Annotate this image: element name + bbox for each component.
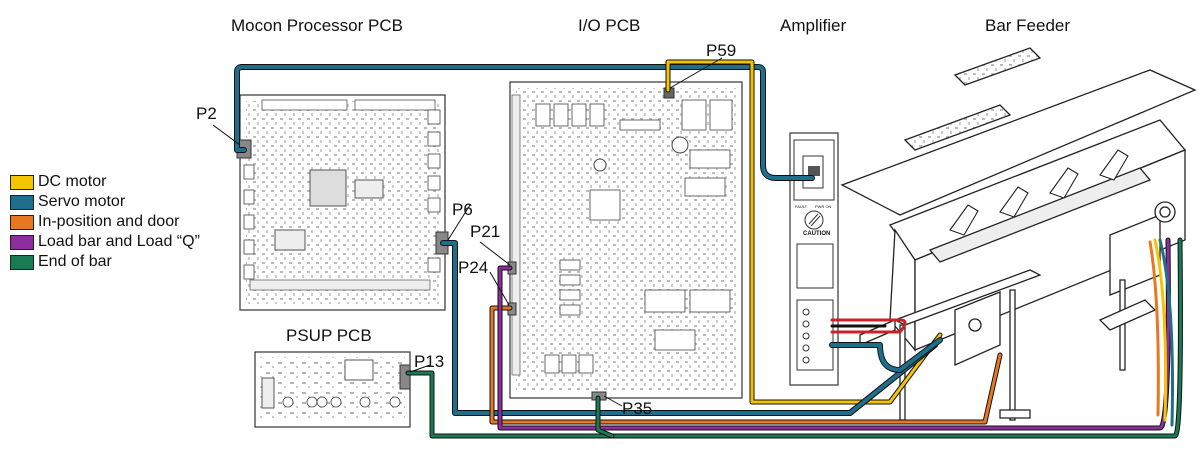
legend-item-load-bar: Load bar and Load “Q”: [10, 233, 200, 251]
bar-feeder-machine: [840, 47, 1197, 421]
legend-swatch: [10, 234, 34, 250]
connector-p35-label: P35: [622, 399, 653, 418]
legend-item-dc-motor: DC motor: [10, 173, 200, 191]
amplifier-fault-text: FAULT: [795, 204, 808, 209]
legend-label: DC motor: [38, 173, 107, 190]
legend-label: End of bar: [38, 253, 112, 270]
psup-pcb: [254, 351, 411, 428]
wire-color-legend: DC motor Servo motor In-position and doo…: [10, 173, 200, 273]
legend-item-in-position-door: In-position and door: [10, 213, 200, 231]
legend-swatch: [10, 174, 34, 190]
bar-feeder-title: Bar Feeder: [985, 16, 1071, 35]
wiring-harness: [234, 59, 1183, 439]
legend-label: Load bar and Load “Q”: [38, 233, 200, 250]
legend-swatch: [10, 214, 34, 230]
mocon-pcb: [236, 94, 449, 311]
connector-p21-label: P21: [470, 222, 501, 241]
connector-p13-label: P13: [414, 352, 445, 371]
connector-p6-label: P6: [452, 200, 473, 219]
legend-item-servo-motor: Servo motor: [10, 193, 200, 211]
amplifier-pwr-text: PWR ON: [815, 204, 832, 209]
legend-item-end-of-bar: End of bar: [10, 253, 200, 271]
legend-swatch: [10, 254, 34, 270]
legend-swatch: [10, 194, 34, 210]
connector-p2-label: P2: [196, 104, 217, 123]
mocon-pcb-title: Mocon Processor PCB: [231, 16, 403, 35]
legend-label: In-position and door: [38, 213, 180, 230]
psup-pcb-title: PSUP PCB: [286, 326, 372, 345]
legend-label: Servo motor: [38, 193, 126, 210]
io-pcb: [507, 81, 743, 401]
amplifier-caution-text: CAUTION: [803, 231, 830, 237]
connector-p59-label: P59: [706, 41, 737, 60]
connector-p24-label: P24: [458, 258, 489, 277]
leader-lines: [212, 57, 723, 407]
io-pcb-title: I/O PCB: [578, 16, 641, 35]
amplifier-title: Amplifier: [780, 16, 847, 35]
